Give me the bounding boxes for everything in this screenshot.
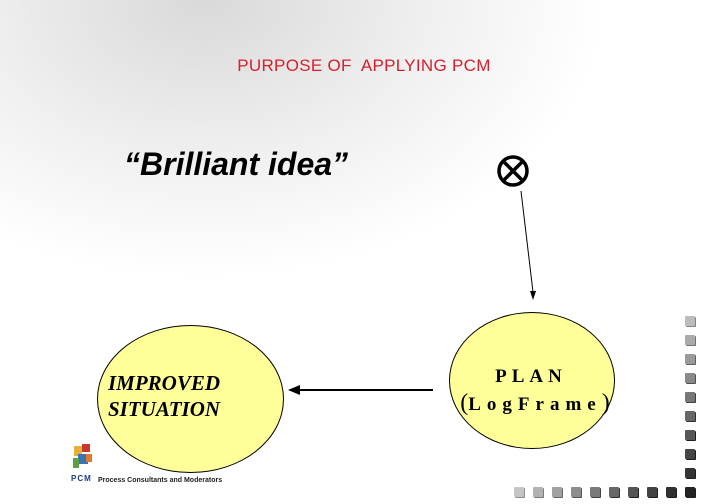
logframe-text: LogFrame xyxy=(468,394,602,415)
decorative-square xyxy=(685,468,695,478)
circled-times-icon xyxy=(497,155,529,187)
decorative-square xyxy=(685,335,695,345)
brilliant-idea-text: “Brilliant idea” xyxy=(124,146,349,182)
improved-situation-ellipse xyxy=(97,325,284,473)
improved-line: IMPROVED xyxy=(108,371,221,395)
improved-situation-label: IMPROVED SITUATION xyxy=(108,370,220,422)
logframe-open-paren: ( xyxy=(460,390,469,416)
decorative-square xyxy=(590,487,600,497)
decorative-square xyxy=(685,449,695,459)
plan-ellipse xyxy=(449,312,615,449)
decorative-square xyxy=(685,392,695,402)
plan-to-improved-arrow-head xyxy=(288,385,300,395)
pcm-logo-text: PCM xyxy=(71,474,92,483)
idea-to-plan-arrow-head xyxy=(530,291,536,300)
decorative-square xyxy=(609,487,619,497)
decorative-square xyxy=(571,487,581,497)
decorative-square xyxy=(628,487,638,497)
logframe-label: (LogFrame) xyxy=(440,390,630,417)
decorative-square xyxy=(552,487,562,497)
decorative-square xyxy=(533,487,543,497)
pcm-logo-icon xyxy=(73,444,92,468)
idea-to-plan-arrow-line xyxy=(520,190,534,293)
decorative-square xyxy=(685,430,695,440)
situation-line: SITUATION xyxy=(108,397,221,421)
decorative-square xyxy=(666,487,676,497)
decorative-square xyxy=(685,354,695,364)
decorative-square xyxy=(647,487,657,497)
decorative-square xyxy=(685,316,695,326)
logframe-close-paren: ) xyxy=(601,390,610,416)
slide-title: PURPOSE OF APPLYING PCM xyxy=(237,56,491,75)
plan-label: PLAN xyxy=(495,366,567,387)
footer-text: Process Consultants and Moderators xyxy=(98,477,223,484)
decorative-square xyxy=(685,411,695,421)
decorative-square xyxy=(685,487,695,497)
decorative-square xyxy=(685,373,695,383)
decorative-square xyxy=(514,487,524,497)
